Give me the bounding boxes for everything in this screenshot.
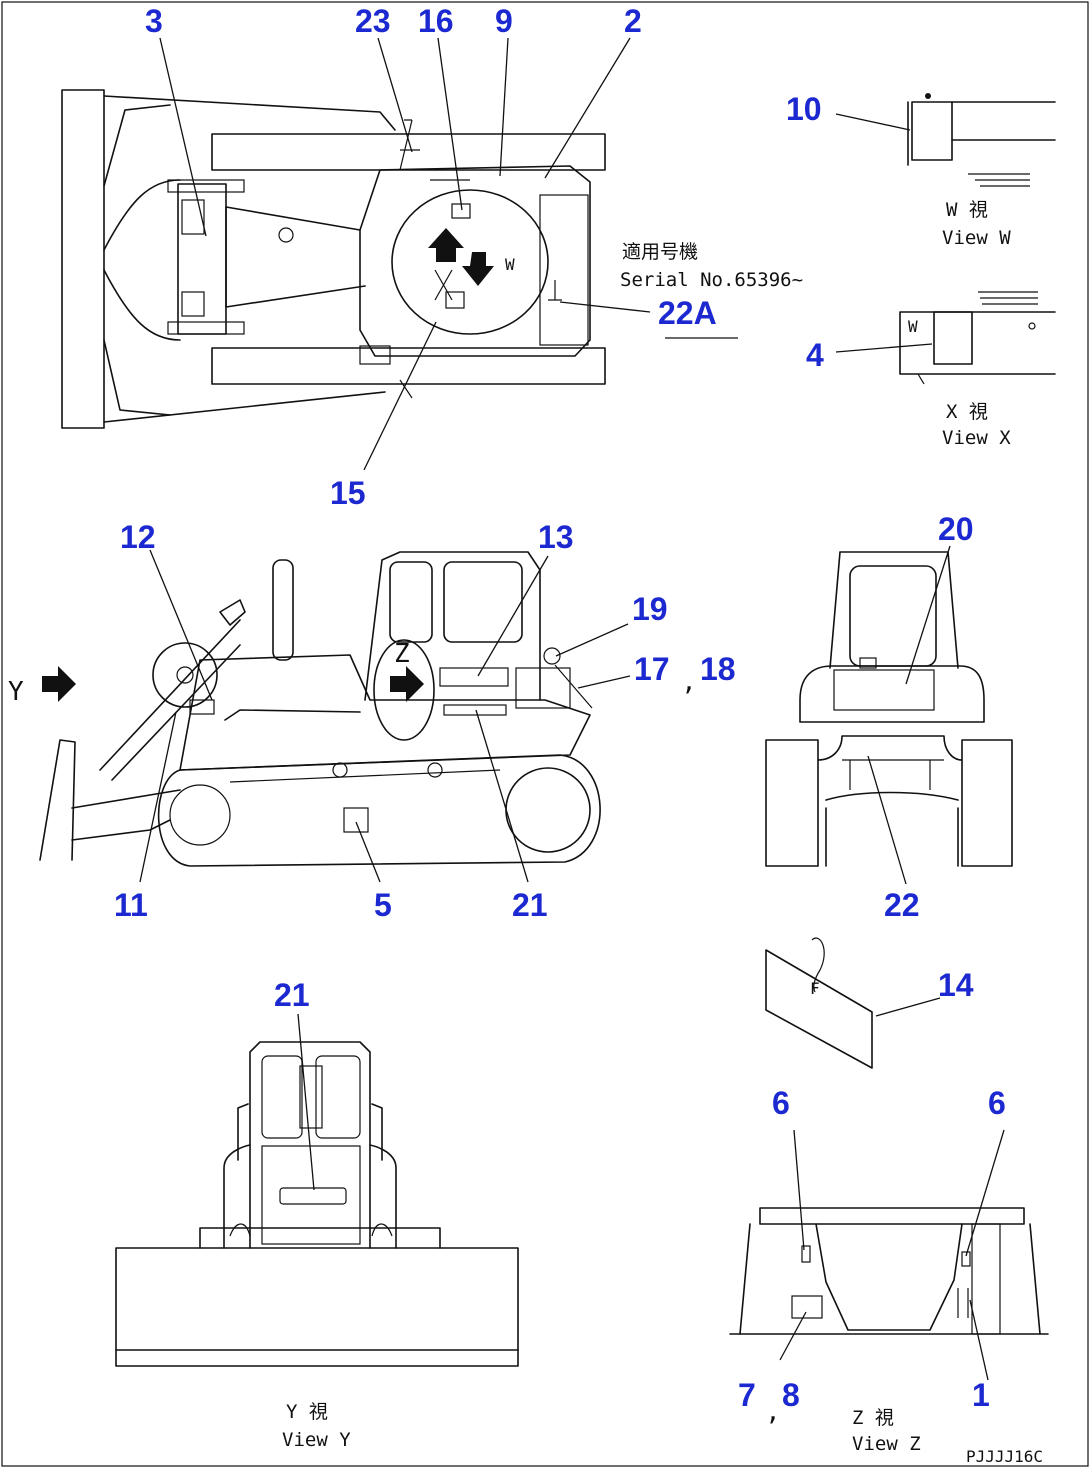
top-view-leaders (159, 37, 738, 471)
callout-6-left: 6 (772, 1085, 790, 1121)
rear-view-leaders (867, 545, 951, 885)
callout-8: 8 (782, 1377, 800, 1413)
serial-label-jp: 適用号機 (622, 241, 698, 263)
callout-4: 4 (806, 337, 824, 373)
callout-12: 12 (120, 519, 156, 555)
view-w-drawing (835, 93, 1056, 187)
drawing-code: PJJJJ16C (966, 1447, 1043, 1466)
callout-1: 1 (972, 1377, 990, 1413)
view-y-title-jp: Y 視 (286, 1401, 328, 1423)
serial-label-en: Serial No.65396~ (620, 269, 803, 291)
callout-10: 10 (786, 91, 822, 127)
view-y-title-en: View Y (282, 1429, 351, 1451)
top-view: W (61, 89, 606, 429)
view-y-letter: Y (8, 677, 24, 707)
callout-5: 5 (374, 887, 392, 923)
side-view-leaders (139, 549, 631, 883)
callout-11: 11 (114, 887, 148, 923)
view-z-drawing (729, 1129, 1049, 1381)
view-x-title-jp: X 視 (946, 401, 988, 423)
callout-20: 20 (938, 511, 974, 547)
callout-21-side: 21 (512, 887, 548, 923)
callout-16: 16 (418, 3, 454, 39)
part-14-tag: F (765, 937, 941, 1069)
callout-17: 17 (634, 651, 670, 687)
callout-2: 2 (624, 3, 642, 39)
svg-text:F: F (810, 979, 820, 998)
view-y-arrow (42, 666, 76, 702)
callout-separator-17-18: , (684, 663, 694, 698)
callout-22: 22 (884, 887, 920, 923)
side-view (39, 551, 601, 867)
svg-text:W: W (908, 317, 918, 336)
callout-23: 23 (355, 3, 391, 39)
view-x-title-en: View X (942, 427, 1011, 449)
callout-7: 7 (738, 1377, 756, 1413)
view-w-title-en: View W (942, 227, 1011, 249)
svg-text:W: W (505, 255, 515, 274)
rear-view (765, 551, 1013, 867)
callout-6-right: 6 (988, 1085, 1006, 1121)
callout-9: 9 (495, 3, 513, 39)
callout-separator-7-8: , (768, 1393, 778, 1428)
callout-14: 14 (938, 967, 974, 1003)
callout-13: 13 (538, 519, 574, 555)
view-z-title-jp: Z 視 (852, 1407, 894, 1429)
callout-18: 18 (700, 651, 736, 687)
view-w-title-jp: W 視 (946, 199, 988, 221)
callout-3: 3 (145, 3, 163, 39)
view-x-drawing: W (835, 291, 1056, 385)
view-z-title-en: View Z (852, 1433, 921, 1455)
callout-22a: 22A (658, 295, 717, 331)
view-z-letter: Z (394, 639, 410, 669)
view-y-drawing (115, 1013, 519, 1367)
callout-19: 19 (632, 591, 668, 627)
callout-21-front: 21 (274, 977, 310, 1013)
callout-15: 15 (330, 475, 366, 511)
